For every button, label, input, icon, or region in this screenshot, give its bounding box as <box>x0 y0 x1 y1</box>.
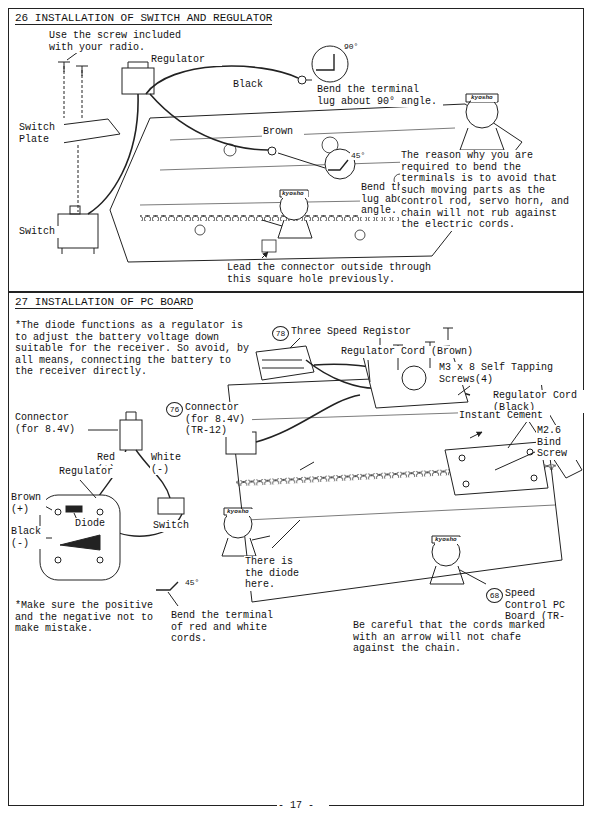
inset-90 <box>312 46 348 82</box>
switch <box>158 498 184 514</box>
switch <box>58 206 98 254</box>
wire-color: Brown <box>262 126 304 138</box>
diode <box>66 506 82 512</box>
angle: 90° <box>343 42 375 51</box>
part-name: Connector (for 8.4V) (TR-12) <box>184 402 252 437</box>
note: The reason why you are required to bend … <box>400 150 572 231</box>
cap-logo: kyosho <box>471 95 497 102</box>
wire-color: White (-) <box>150 452 190 475</box>
cap-logo: kyosho <box>435 537 461 544</box>
part-name: M3 x 8 Self Tapping Screws(4) <box>438 362 570 385</box>
note: Bend the terminal of red and white cords… <box>170 610 282 645</box>
part-name: Instant Cement <box>458 410 550 422</box>
mascot <box>262 190 312 238</box>
page-number: - 17 - <box>277 800 329 812</box>
note: There is the diode here. <box>244 556 308 591</box>
note: Bend the terminal lug about 90° angle. <box>316 84 443 107</box>
note: Be careful that the cords marked with an… <box>352 620 554 655</box>
note: *Make sure the positive and the negative… <box>14 600 162 635</box>
callout-number: 68 <box>486 588 503 603</box>
pc-board <box>40 495 120 580</box>
part-name: Three Speed Registor <box>290 326 432 338</box>
part-name: Connector (for 8.4V) <box>14 412 88 435</box>
part-name: Diode <box>74 518 112 530</box>
bind-plate <box>445 442 548 495</box>
angle: 45° <box>350 151 376 160</box>
note: *The diode functions as a regulator is t… <box>14 320 254 378</box>
mascot <box>460 94 504 150</box>
part-name: Switch <box>18 226 64 238</box>
part-name: Switch Plate <box>18 122 64 145</box>
connector <box>120 412 142 450</box>
part-name: M2.6 Bind Screw <box>536 425 580 460</box>
part-name: Regulator <box>58 466 120 478</box>
section-heading: 26 INSTALLATION OF SWITCH AND REGULATOR <box>15 12 272 25</box>
angle: 45° <box>184 578 210 587</box>
note: Use the screw included with your radio. <box>48 30 190 53</box>
wire-color: Black (-) <box>10 526 46 549</box>
mascot <box>430 536 486 584</box>
wire-color: Black <box>232 79 274 91</box>
callout-number: 78 <box>272 326 289 341</box>
three-speed-registor <box>256 346 314 380</box>
screws <box>58 52 88 120</box>
part-name: Regulator Cord (Brown) <box>340 346 482 358</box>
cap-logo: kyosho <box>227 509 253 516</box>
mascot <box>222 508 270 556</box>
part-name: Regulator <box>150 54 222 66</box>
cap-logo: kyosho <box>282 191 308 198</box>
note: Lead the connector outside through this … <box>226 262 448 285</box>
cement-tube <box>528 412 582 478</box>
callout-number: 76 <box>166 402 183 417</box>
section-heading: 27 INSTALLATION OF PC BOARD <box>15 296 193 309</box>
wire-color: Brown (+) <box>10 492 46 515</box>
part-name: Switch <box>152 520 194 532</box>
wires <box>88 66 298 214</box>
